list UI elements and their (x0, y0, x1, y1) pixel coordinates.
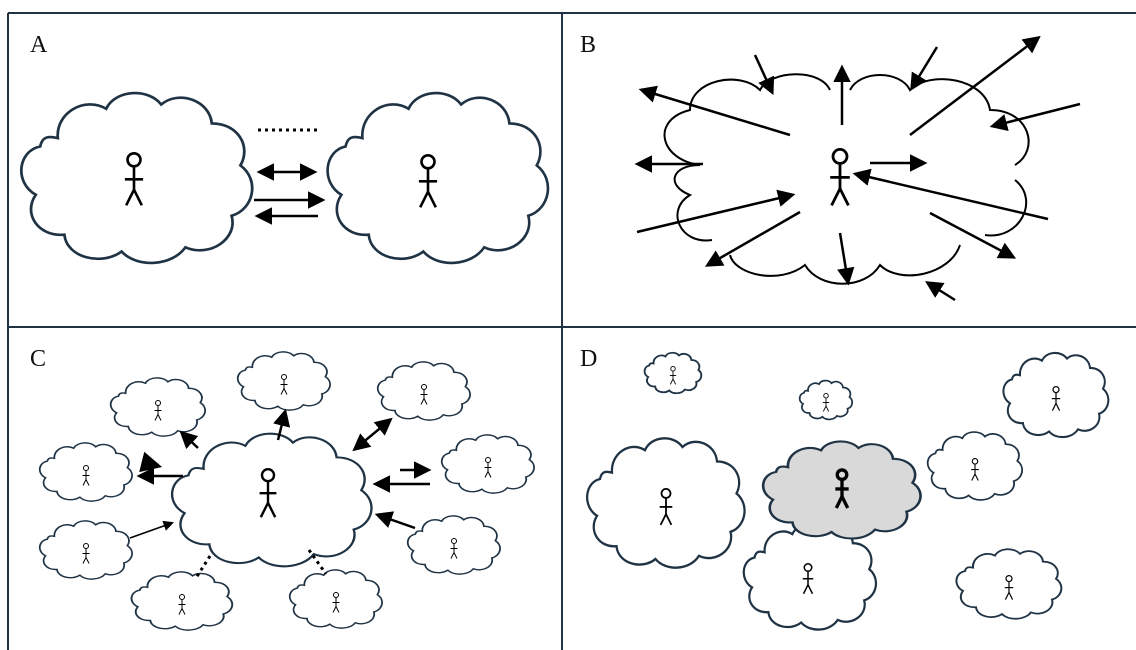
panel-label-a: A (30, 32, 48, 58)
person-icon-bold (834, 468, 850, 509)
arrow-to-cloud-1 (179, 430, 199, 449)
panel-d (585, 351, 1110, 631)
arrow-in-left (636, 189, 796, 234)
arrow-to-central-from-7 (374, 511, 416, 530)
arrow-in-right (989, 102, 1081, 132)
outward-inward-arrows (634, 35, 1081, 302)
dotted-link-cloud-9 (307, 549, 328, 575)
panel-label-d: D (580, 346, 597, 372)
cloud-right (326, 91, 550, 265)
cloud-d-tiny-2 (798, 379, 854, 421)
panel-b (634, 35, 1081, 302)
cloud-central (170, 432, 373, 568)
cloud-d-bottom-right (955, 548, 1063, 620)
panel-a (19, 91, 550, 265)
cloud-small-5 (440, 434, 535, 494)
arrow-in-far-right (852, 168, 1049, 221)
cloud-d-left-large (585, 437, 746, 569)
cloud-d-right-middle (926, 431, 1024, 501)
cloud-d-highlighted (761, 440, 922, 540)
cloud-d-tiny-1 (643, 351, 703, 395)
arrow-out-upper-left (638, 85, 791, 137)
cloud-central-broken (663, 73, 1030, 285)
arrow-in-top-left (753, 54, 775, 96)
arrow-out-bottom (837, 232, 855, 286)
cloud-small-2 (236, 351, 331, 411)
two-way-arrow-cloud-3 (352, 417, 393, 452)
cloud-small-6 (38, 520, 133, 580)
panel-label-c: C (30, 346, 46, 372)
panel-grid (7, 12, 1136, 650)
thin-arrow-cloud-6 (129, 520, 174, 539)
arrow-in-top (910, 46, 939, 91)
panel-label-b: B (580, 32, 596, 58)
cloud-small-1 (109, 376, 207, 438)
arrow-out-top-right (909, 35, 1041, 136)
dashed-arrow-cloud-4 (139, 451, 163, 473)
arrow-out-lower-left (704, 210, 801, 267)
cloud-small-9 (288, 569, 383, 629)
cloud-small-8 (130, 570, 234, 632)
cloud-left (19, 91, 254, 265)
cloud-small-7 (406, 515, 501, 575)
arrow-to-cloud-2 (273, 408, 291, 441)
dotted-link-cloud-8 (194, 555, 212, 579)
person-icon (828, 147, 852, 207)
panel-c (38, 351, 535, 632)
cloud-small-3 (376, 361, 471, 421)
arrow-in-bottom-right (925, 281, 956, 302)
cloud-d-right-top (1002, 351, 1110, 439)
connection-arrows (129, 408, 432, 579)
cloud-small-4 (38, 442, 133, 502)
arrow-out-lower-right (929, 211, 1017, 259)
cloud-d-bottom-overlap (742, 523, 878, 631)
